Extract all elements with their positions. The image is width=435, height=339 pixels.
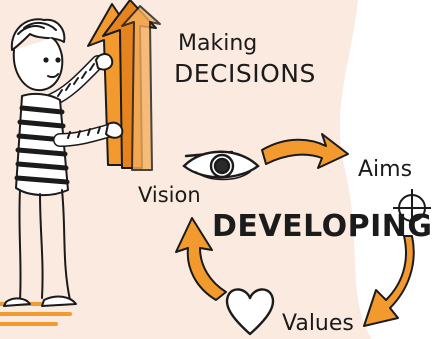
making-label: Making [178,31,257,56]
cycle-arrow-icon [363,235,415,327]
center-label: DEVELOPING [212,209,433,244]
crosshair-icon [393,189,431,227]
up-arrows-icon [87,0,161,171]
vision-label: Vision [138,183,201,207]
eye-icon [182,150,260,181]
cycle-arrow-icon [175,217,227,301]
figure-illustration [3,18,124,307]
decisions-label: DECISIONS [174,59,316,88]
background-wash [0,0,372,339]
aims-label: Aims [358,157,412,182]
cycle-arrow-icon [261,133,349,169]
heart-icon [225,288,275,336]
values-label: Values [282,311,354,336]
